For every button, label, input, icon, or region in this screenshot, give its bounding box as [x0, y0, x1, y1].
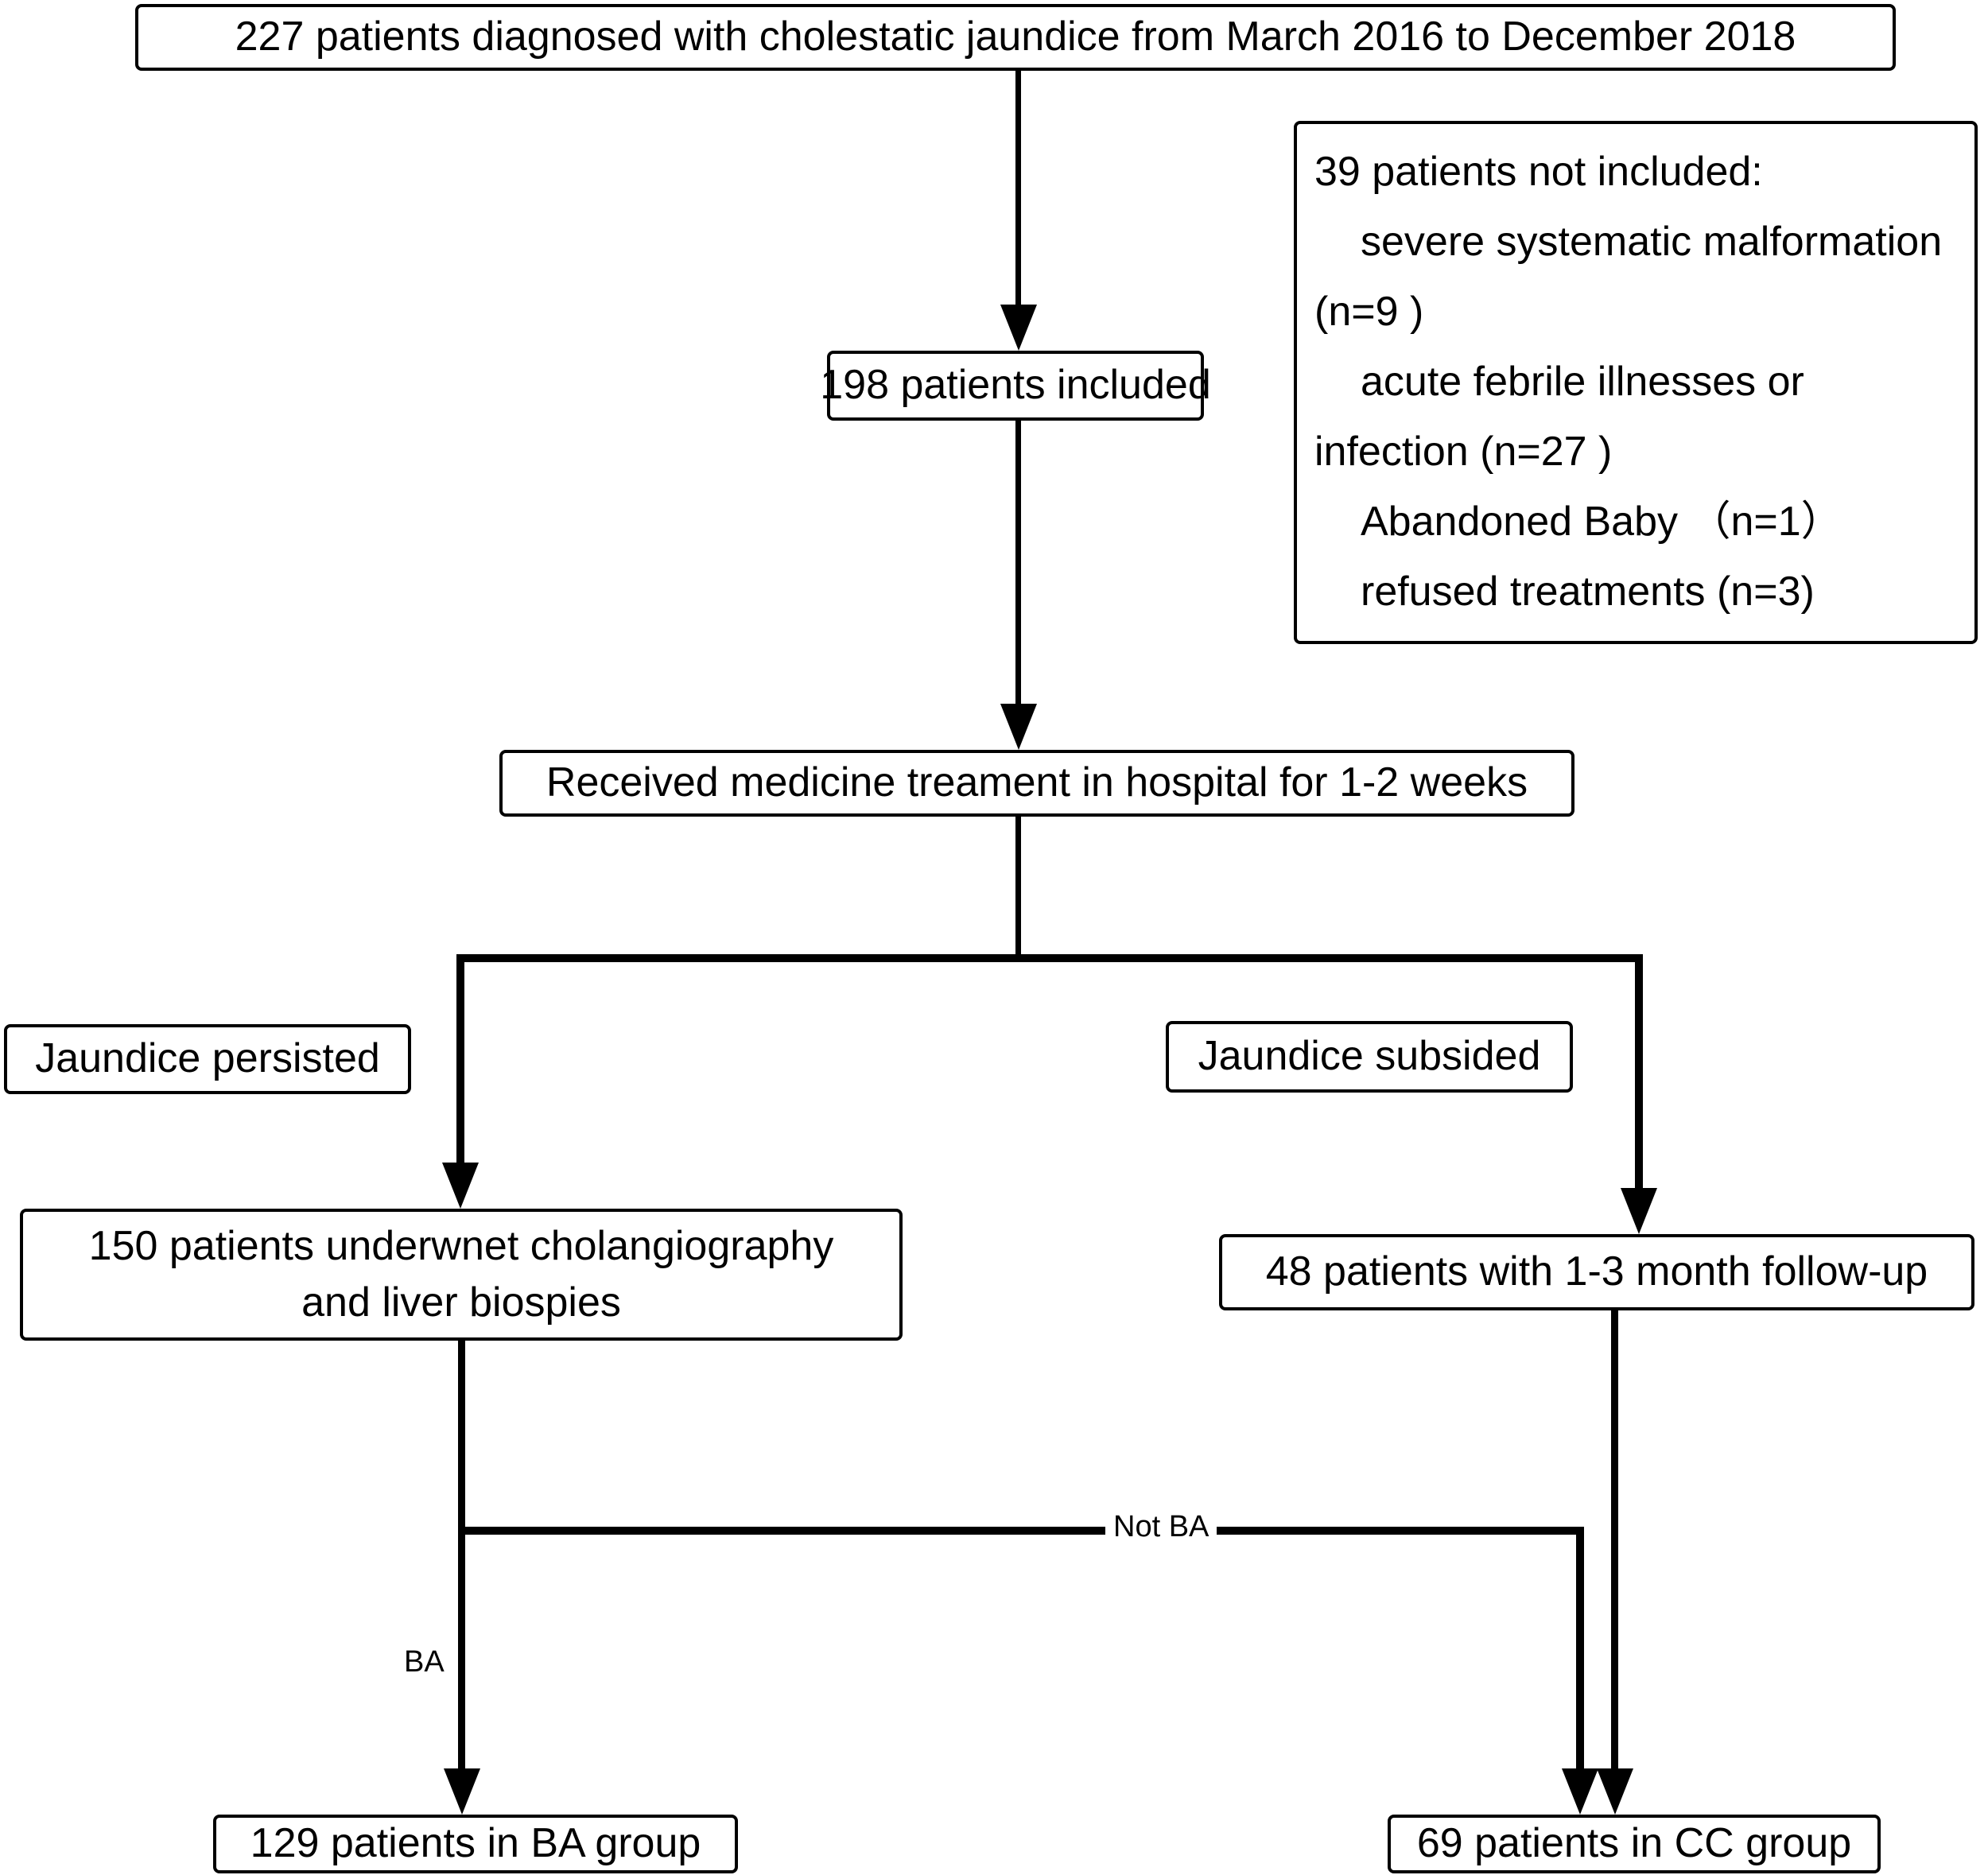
branch-right-head — [1621, 1188, 1657, 1234]
notba-head — [1562, 1768, 1598, 1815]
excluded-line: (n=9 ) — [1314, 289, 1424, 335]
branch-stem-line — [1015, 817, 1021, 958]
branch-horizontal-line — [456, 954, 1643, 962]
notba-label: Not BA — [1105, 1509, 1217, 1546]
followup-to-cc-line — [1611, 1310, 1618, 1772]
cholangiography-box-line1: 150 patients underwnet cholangiography — [88, 1222, 834, 1269]
cholangiography-box: 150 patients underwnet cholangiography a… — [20, 1209, 903, 1341]
excluded-line: severe systematic malformation — [1361, 219, 1943, 265]
branch-left-line — [456, 954, 464, 1166]
ba-path-line — [458, 1341, 465, 1772]
notba-horizontal-line — [458, 1527, 1584, 1535]
excluded-reasons-box: 39 patients not included: severe systema… — [1294, 121, 1978, 644]
arrow-top-to-included-head — [1000, 305, 1037, 351]
arrow-included-to-treatment-head — [1000, 704, 1037, 750]
excluded-line: refused treatments (n=3) — [1361, 569, 1815, 615]
ba-group-box: 129 patients in BA group — [213, 1815, 738, 1873]
arrow-included-to-treatment-line — [1015, 421, 1021, 707]
arrow-top-to-included-line — [1015, 71, 1021, 308]
subsided-box: Jaundice subsided — [1166, 1021, 1573, 1093]
included-box: 198 patients included — [820, 351, 1211, 421]
excluded-line: acute febrile illnesses or — [1361, 359, 1804, 405]
followup-box: 48 patients with 1-3 month follow-up — [1219, 1234, 1974, 1310]
top-enrollment-box: 227 patients diagnosed with cholestatic … — [135, 4, 1896, 71]
excluded-line: Abandoned Baby （n=1） — [1361, 499, 1842, 545]
followup-to-cc-head — [1597, 1768, 1633, 1815]
branch-right-line — [1635, 954, 1643, 1193]
cc-group-box: 69 patients in CC group — [1388, 1815, 1881, 1873]
ba-label: BA — [404, 1645, 445, 1679]
notba-vertical-line — [1576, 1527, 1584, 1772]
persisted-box: Jaundice persisted — [4, 1024, 411, 1094]
excluded-line: 39 patients not included: — [1314, 149, 1763, 195]
cholangiography-box-line2: and liver biospies — [301, 1279, 621, 1326]
branch-left-head — [442, 1163, 479, 1209]
excluded-line: infection (n=27 ) — [1314, 429, 1613, 475]
treatment-box: Received medicine treament in hospital f… — [499, 750, 1574, 817]
ba-path-head — [444, 1768, 480, 1815]
